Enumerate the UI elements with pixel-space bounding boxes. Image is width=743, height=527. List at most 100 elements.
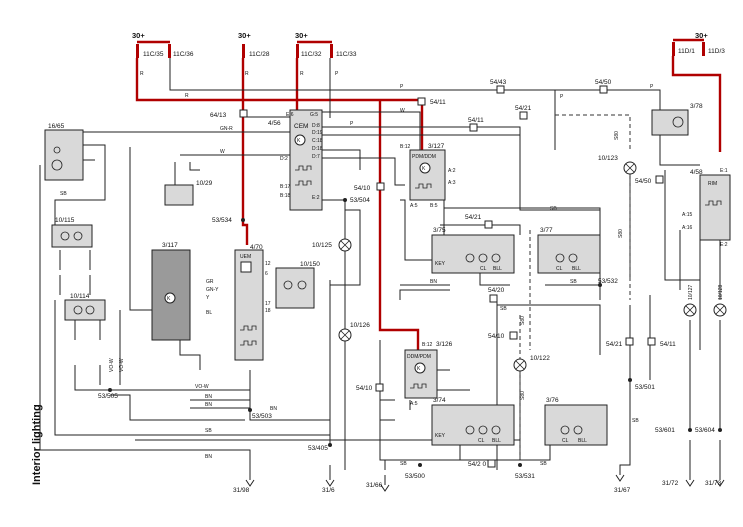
svg-text:31/98: 31/98 [233,487,250,494]
svg-text:R: R [140,71,144,77]
supply-3-fuse2: 11C/33 [336,51,357,58]
svg-text:E:6: E:6 [286,112,294,118]
connector-54-21a: 54/21 [515,105,532,120]
lamp-10-114: 10/114 [64,293,106,321]
supply-4-voltage: 30+ [695,31,708,40]
supply-3-fuse: 11C/32 [301,51,322,58]
svg-text:B:12: B:12 [422,342,433,348]
svg-text:K: K [422,166,426,172]
svg-text:CL: CL [480,266,487,272]
connector-53-534: 53/534 [212,217,245,224]
connector-54-10a: 54/10 [354,182,385,192]
svg-text:R: R [300,71,304,77]
svg-text:B:5: B:5 [430,203,438,209]
connector-53-501: 53/501 [628,378,655,391]
svg-text:10/114: 10/114 [70,293,90,300]
pdm-name: PDM/DDM [412,154,436,160]
svg-text:CL: CL [562,438,569,444]
supply-1: 30+ 11C/35 11C/36 [132,31,194,58]
rim-name: RIM [708,181,717,187]
ddm-ref: 3/126 [436,341,453,348]
svg-text:R: R [185,93,189,99]
svg-text:12: 12 [265,261,271,267]
svg-text:SB: SB [60,191,67,197]
svg-text:54/43: 54/43 [490,79,507,86]
svg-text:31/72: 31/72 [662,480,679,487]
svg-text:54/21: 54/21 [606,341,623,348]
supply-2: 30+ 11C/28 [238,31,270,58]
ground-31-67: 31/67 [614,474,631,494]
svg-text:D:7: D:7 [312,154,320,160]
connector-53-500: 53/500 [405,463,425,480]
svg-text:BN: BN [270,406,277,412]
svg-text:BLL: BLL [572,266,581,272]
connector-54-10c: 54/10 [356,383,384,392]
lock-3-77: 3/77 CL BLL [537,227,601,274]
svg-text:BLL: BLL [493,266,502,272]
svg-text:6: 6 [265,271,268,277]
svg-text:54/21: 54/21 [515,105,532,112]
svg-text:W: W [400,108,405,114]
connector-54-10b: 54/10 [488,331,518,340]
svg-text:VO-W: VO-W [195,384,209,390]
svg-text:31/66: 31/66 [366,482,383,489]
svg-text:B:12: B:12 [400,144,411,150]
rim-ref: 4/58 [690,169,703,176]
supply-1-fuse: 11C/35 [143,51,164,58]
svg-text:W: W [220,149,225,155]
svg-text:10/115: 10/115 [55,217,75,224]
svg-text:BN: BN [205,394,212,400]
lock-3-76: 3/76 CL BLL [544,397,608,446]
svg-text:53/500: 53/500 [405,473,425,480]
ddm-name: DDM/PDM [407,354,431,360]
wire-labels: R R R R P P P P GN-R W W P SB GR GN-Y Y … [60,71,654,467]
svg-text:BN: BN [430,279,437,285]
svg-text:K: K [297,138,301,144]
side-title: Interior lighting [31,404,43,485]
svg-text:54/50: 54/50 [595,79,612,86]
connector-53-532: 53/532 [598,278,618,287]
svg-text:E:2: E:2 [312,195,320,201]
svg-text:S80: S80 [614,131,620,140]
svg-text:SB: SB [550,206,557,212]
svg-text:54/10: 54/10 [356,385,373,392]
svg-text:53/531: 53/531 [515,473,535,480]
svg-text:53/505: 53/505 [98,393,118,400]
svg-text:SB: SB [500,306,507,312]
svg-text:31/67: 31/67 [614,487,631,494]
svg-text:S80: S80 [520,391,526,400]
connector-53-503: 53/503 [248,408,272,420]
svg-text:SB: SB [400,461,407,467]
connector-53-604: 53/604 [695,427,722,434]
connector-53-505: 53/505 [98,388,118,400]
lock-3-75: 3/75 KEY CL BLL [431,227,515,274]
svg-text:54/11: 54/11 [430,99,446,106]
connector-54-21b: 54/21 [465,214,493,229]
svg-text:BL: BL [206,310,212,316]
lamp-10-122: 10/122 [513,355,550,372]
supply-4: 30+ 11D/1 11D/3 [672,31,725,56]
lock-switch-symbols [465,253,583,435]
svg-text:10/126: 10/126 [350,322,370,329]
svg-text:P: P [350,121,354,127]
svg-text:E:1: E:1 [720,168,728,174]
supply-3: 30+ 11C/32 11C/33 [295,31,357,58]
module-10-150-ref: 10/150 [300,261,320,268]
supply-2-voltage: 30+ [238,31,251,40]
svg-text:3/78: 3/78 [690,103,703,110]
svg-text:3/76: 3/76 [546,397,559,404]
svg-text:R: R [245,71,249,77]
svg-text:KEY: KEY [435,261,446,267]
svg-text:A:5: A:5 [410,401,418,407]
svg-text:3/74: 3/74 [433,397,446,404]
cem-module: CEM 4/56 K E:6 G:5 D:8 D:19 C:18 D:18 D:… [268,109,323,211]
svg-text:K: K [167,296,171,302]
svg-text:53/534: 53/534 [212,217,232,224]
ground-31-73: 31/73 [705,479,725,487]
connector-54-20a: 54/20 [488,287,505,303]
lamp-10-128: 10/128 [713,284,727,317]
rim-module: 4/58 RIM E:1 A:15 A:16 E:2 [682,168,731,248]
svg-text:D:2: D:2 [280,156,288,162]
lamp-10-127: 10/127 [683,284,697,317]
